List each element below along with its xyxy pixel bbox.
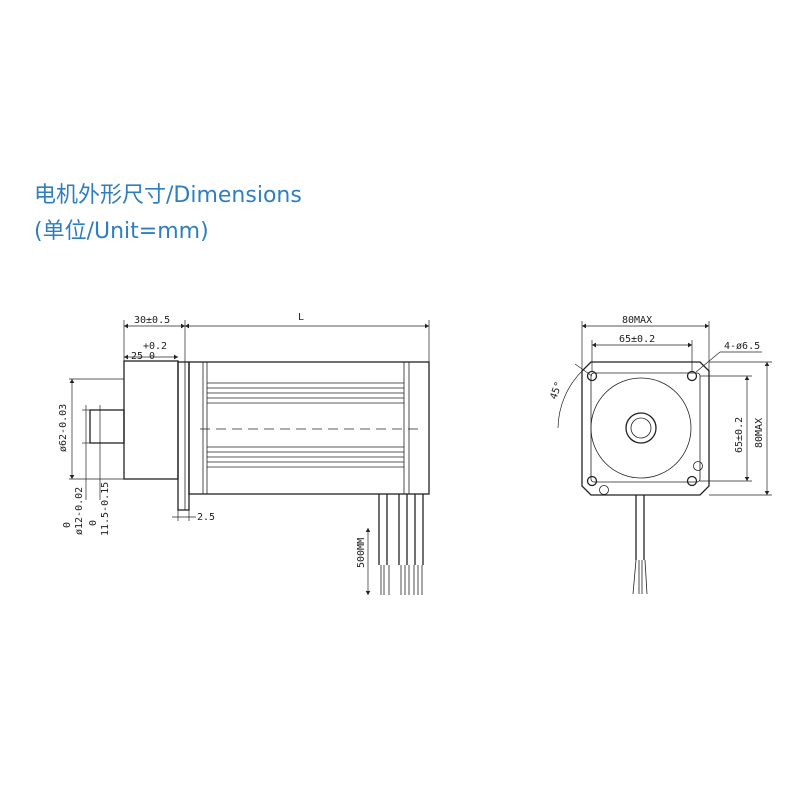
dim-hole-pitch-vertical: 65±0.2 xyxy=(734,417,745,453)
dim-flange-thickness: 2.5 xyxy=(197,512,215,523)
dim-width: 80MAX xyxy=(622,315,652,326)
front-view: 80MAX 65±0.2 4-ø6.5 45° 65±0.2 80MAX xyxy=(548,315,772,595)
dim-boss-tolerance: +0.2 xyxy=(143,341,167,352)
angle-arc xyxy=(557,369,584,429)
diagram-title: 电机外形尺寸/Dimensions xyxy=(34,183,302,208)
pilot-circle xyxy=(590,377,692,479)
dim-flat-tolerance: 0 xyxy=(88,520,99,526)
dim-angle: 45° xyxy=(548,380,565,401)
mounting-holes xyxy=(586,370,703,495)
lead-wires xyxy=(378,494,424,595)
dim-hole-pitch: 65±0.2 xyxy=(619,334,655,345)
flange-plate xyxy=(177,361,190,511)
dim-shaft-diameter: ø12-0.02 xyxy=(74,487,85,535)
dim-flange-length: 30±0.5 xyxy=(134,315,170,326)
flange-boss xyxy=(123,360,179,480)
dim-boss: 25 0 xyxy=(131,351,155,362)
dim-body-length: L xyxy=(298,312,304,323)
diagram-unit-note: (单位/Unit=mm) xyxy=(34,219,209,244)
dim-height: 80MAX xyxy=(754,418,765,448)
motor-body xyxy=(188,361,430,495)
shaft xyxy=(89,409,125,444)
shaft-circle xyxy=(625,412,657,444)
flange-square xyxy=(581,361,710,496)
dim-mounting-holes: 4-ø6.5 xyxy=(724,341,760,352)
cooling-fins xyxy=(207,382,404,468)
dim-lead-length: 500MM xyxy=(356,538,367,568)
dim-flat: 11.5-0.15 xyxy=(100,482,111,536)
dim-shaft-diameter-tolerance: 0 xyxy=(62,522,73,528)
dim-pilot-diameter: ø62-0.03 xyxy=(58,404,69,452)
side-view: 30±0.5 L +0.2 25 0 ø62-0.03 0 ø12-0.02 0… xyxy=(58,312,430,595)
